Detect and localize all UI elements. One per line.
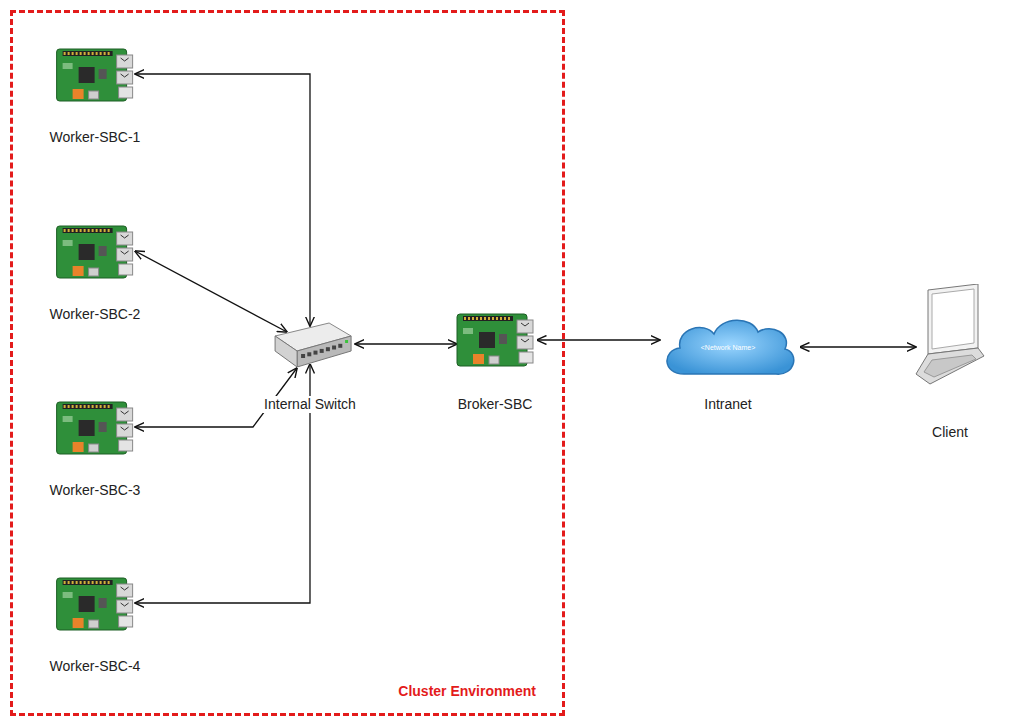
sbc-board-icon (455, 310, 535, 368)
device-node: Worker-SBC-4 (48, 574, 143, 675)
device-label: Worker-SBC-4 (48, 658, 143, 675)
sbc-board-icon (55, 45, 135, 103)
sbc-board-icon (55, 398, 135, 456)
device-node: Worker-SBC-1 (48, 45, 143, 146)
device-node: Worker-SBC-3 (48, 398, 143, 499)
device-label: Internal Switch (262, 396, 358, 413)
device-node: Internal Switch (262, 320, 358, 413)
device-label: Intranet (702, 396, 753, 413)
network-switch-icon (267, 320, 353, 370)
network-switch-icon (267, 320, 353, 370)
device-node: Worker-SBC-2 (48, 222, 143, 323)
device-label: Worker-SBC-3 (48, 482, 143, 499)
cluster-region: Cluster Environment Worker-SBC-1Worker-SB… (10, 10, 565, 716)
link-arrow (355, 343, 457, 344)
sbc-board-icon (55, 398, 135, 456)
sbc-board-icon (55, 222, 135, 280)
device-node: Broker-SBC (455, 310, 535, 413)
sbc-board-icon (455, 310, 535, 368)
laptop-icon (914, 284, 986, 386)
region-label: Cluster Environment (398, 683, 536, 699)
sbc-board-icon (55, 574, 135, 632)
sbc-board-icon (55, 574, 135, 632)
link-arrow (135, 74, 310, 326)
network-name: <Network Name> (701, 344, 755, 351)
laptop-icon (914, 284, 986, 386)
sbc-board-icon (55, 45, 135, 103)
link-arrow (135, 251, 287, 332)
device-node: <Network Name> Intranet (658, 312, 798, 413)
sbc-board-icon (55, 222, 135, 280)
cloud-icon: <Network Name> (658, 312, 798, 382)
device-label: Worker-SBC-1 (48, 129, 143, 146)
link-arrow (537, 339, 660, 340)
device-label: Client (930, 424, 970, 441)
cloud-text-holder: <Network Name> (658, 312, 798, 382)
link-arrow (800, 346, 916, 347)
device-label: Worker-SBC-2 (48, 306, 143, 323)
device-label: Broker-SBC (456, 396, 535, 413)
device-node: Client (914, 284, 986, 441)
